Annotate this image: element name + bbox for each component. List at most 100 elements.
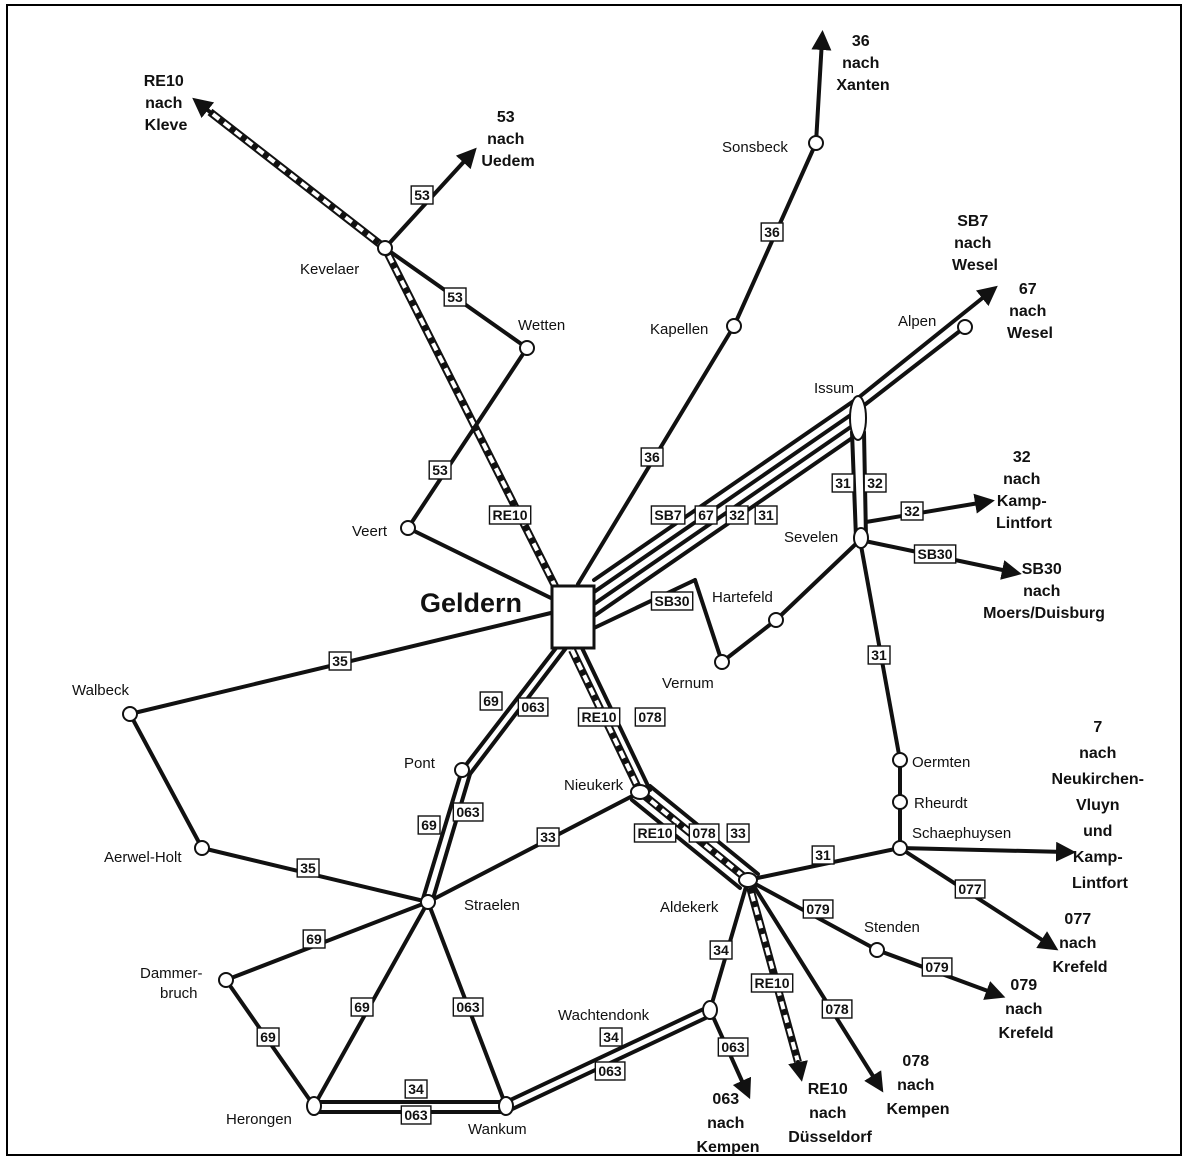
bundle-line-1 xyxy=(592,396,860,582)
badge-063-pont: 063 xyxy=(517,697,549,717)
line-69-straelen xyxy=(420,768,464,904)
geldern-hub[interactable] xyxy=(550,584,596,650)
svg-text:32: 32 xyxy=(729,507,745,523)
station-kapellen: Kapellen xyxy=(650,321,708,338)
badge-32-issum: 32 xyxy=(863,473,887,493)
badge-31-issum: 31 xyxy=(831,473,855,493)
badge-69-straelen-herongen: 69 xyxy=(350,997,374,1017)
dest-079-krefeld: 079 nach Krefeld xyxy=(998,977,1053,1042)
re10-duesseldorf-arrow xyxy=(788,1060,808,1082)
svg-text:34: 34 xyxy=(603,1029,619,1045)
line-35-aerwel xyxy=(128,712,204,850)
svg-text:31: 31 xyxy=(871,647,887,663)
oermten-stop[interactable] xyxy=(892,752,908,768)
dest-063-kempen: 063 nach Kempen xyxy=(696,1091,759,1156)
re10-kleve-dash xyxy=(208,110,387,250)
svg-text:53: 53 xyxy=(447,289,463,305)
badge-69-straelen: 69 xyxy=(417,815,441,835)
svg-text:SB7: SB7 xyxy=(654,507,681,523)
svg-text:33: 33 xyxy=(540,829,556,845)
alpen-stop[interactable] xyxy=(957,319,973,335)
badge-53-veert: 53 xyxy=(428,460,452,480)
badge-69-pont: 69 xyxy=(479,691,503,711)
badge-bundle-sb7: SB7 xyxy=(650,505,686,525)
station-dammerbruch-2: bruch xyxy=(160,985,198,1002)
station-herongen: Herongen xyxy=(226,1111,292,1128)
wankum-stop[interactable] xyxy=(498,1096,514,1116)
sevelen-stop[interactable] xyxy=(853,527,869,549)
line-32-kamp xyxy=(864,493,995,524)
svg-text:53: 53 xyxy=(414,187,430,203)
svg-text:078: 078 xyxy=(638,709,662,725)
pont-stop[interactable] xyxy=(454,762,470,778)
station-nieukerk: Nieukerk xyxy=(564,777,624,794)
re10-south-dash xyxy=(570,649,642,793)
svg-text:RE10: RE10 xyxy=(492,507,527,523)
line-67-alpen xyxy=(856,325,967,412)
svg-text:67: 67 xyxy=(698,507,714,523)
line-34-wankum xyxy=(504,1004,712,1104)
hartefeld-stop[interactable] xyxy=(768,612,784,628)
svg-text:31: 31 xyxy=(758,507,774,523)
svg-text:RE10: RE10 xyxy=(754,975,789,991)
issum-stop[interactable] xyxy=(849,395,867,441)
badge-33-nieukerk: 33 xyxy=(536,827,560,847)
badge-nk-re10: RE10 xyxy=(633,823,677,843)
line-53-geldern xyxy=(406,526,557,602)
station-wetten: Wetten xyxy=(518,317,565,334)
svg-text:36: 36 xyxy=(764,224,780,240)
badge-077: 077 xyxy=(954,879,986,899)
line-69-pont xyxy=(460,646,558,772)
station-aerwel-holt: Aerwel-Holt xyxy=(104,849,182,866)
straelen-stop[interactable] xyxy=(420,894,436,910)
badge-35-aerwel: 35 xyxy=(296,858,320,878)
line-69-dammerbruch xyxy=(224,900,430,982)
line-hartefeld-vernum xyxy=(693,578,724,664)
kapellen-stop[interactable] xyxy=(726,318,742,334)
svg-text:078: 078 xyxy=(825,1001,849,1017)
kevelaer-stop[interactable] xyxy=(377,240,393,256)
schaephuysen-stop[interactable] xyxy=(892,840,908,856)
sonsbeck-stop[interactable] xyxy=(808,135,824,151)
svg-text:36: 36 xyxy=(644,449,660,465)
badge-sb30-sevelen: SB30 xyxy=(913,544,957,564)
re10-north-dash xyxy=(383,247,558,589)
svg-text:077: 077 xyxy=(958,881,982,897)
badge-079-aldekerk: 079 xyxy=(802,899,834,919)
station-pont: Pont xyxy=(404,755,436,772)
badge-53-wetten: 53 xyxy=(443,287,467,307)
walbeck-stop[interactable] xyxy=(122,706,138,722)
station-walbeck: Walbeck xyxy=(72,682,129,699)
wachtendonk-stop[interactable] xyxy=(702,1000,718,1020)
station-veert: Veert xyxy=(352,523,388,540)
svg-text:69: 69 xyxy=(483,693,499,709)
aerwel-holt-stop[interactable] xyxy=(194,840,210,856)
wetten-stop[interactable] xyxy=(519,340,535,356)
dest-36-xanten: 36 nach Xanten xyxy=(836,33,889,94)
badge-063-herongen: 063 xyxy=(400,1105,432,1125)
station-aldekerk: Aldekerk xyxy=(660,899,719,916)
station-vernum: Vernum xyxy=(662,675,714,692)
badge-bundle-31: 31 xyxy=(754,505,778,525)
badge-32-sevelen: 32 xyxy=(900,501,924,521)
badge-063-wankum: 063 xyxy=(452,997,484,1017)
dammerbruch-stop[interactable] xyxy=(218,972,234,988)
svg-text:33: 33 xyxy=(730,825,746,841)
svg-text:53: 53 xyxy=(432,462,448,478)
stenden-stop[interactable] xyxy=(869,942,885,958)
rheurdt-stop[interactable] xyxy=(892,794,908,810)
nieukerk-stop[interactable] xyxy=(630,784,650,800)
station-stenden: Stenden xyxy=(864,919,920,936)
station-schaephuysen: Schaephuysen xyxy=(912,825,1011,842)
station-sonsbeck: Sonsbeck xyxy=(722,139,788,156)
svg-text:69: 69 xyxy=(354,999,370,1015)
line-53-veert xyxy=(406,346,529,530)
veert-stop[interactable] xyxy=(400,520,416,536)
badge-34-herongen: 34 xyxy=(404,1079,428,1099)
aldekerk-stop[interactable] xyxy=(738,872,758,888)
herongen-stop[interactable] xyxy=(306,1096,322,1116)
badge-36-kapellen: 36 xyxy=(640,447,664,467)
badge-sb30-geldern: SB30 xyxy=(650,591,694,611)
vernum-stop[interactable] xyxy=(714,654,730,670)
badge-69-dammerbruch: 69 xyxy=(302,929,326,949)
